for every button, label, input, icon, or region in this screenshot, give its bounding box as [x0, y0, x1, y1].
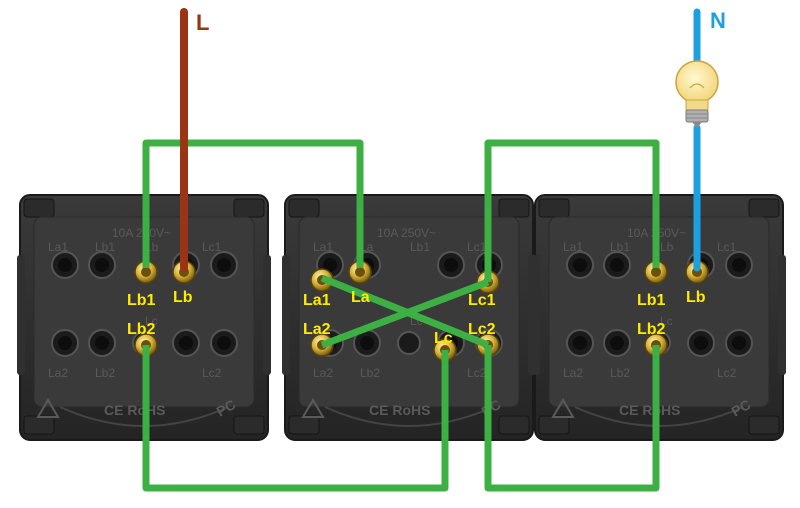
rating-marking: 10A 250V~	[112, 226, 171, 240]
terminal-marking: Lc2	[467, 366, 487, 380]
terminal-marking: Lc2	[717, 366, 737, 380]
wire-middle-la2-to-lc1	[320, 278, 490, 349]
recycle-icon	[551, 398, 575, 418]
right-label-lb: Lb	[686, 289, 706, 306]
ce-rohs-marking: CE RoHS	[104, 402, 165, 418]
middle-label-lc2: Lc2	[468, 321, 496, 338]
link-wires	[142, 139, 660, 492]
wire-middle-lc1-to-right-lb1	[484, 139, 660, 282]
terminal-marking: La1	[48, 240, 68, 254]
terminal-marking: Lb2	[360, 366, 380, 380]
terminal-marking: Lc	[145, 314, 158, 328]
live-wire: L	[180, 8, 209, 272]
light-bulb-icon	[675, 60, 719, 128]
wire-middle-lc2-to-right-lb2	[484, 345, 660, 492]
terminal-marking: Lc1	[717, 240, 737, 254]
left-label-lb1: Lb1	[127, 292, 156, 309]
middle-label-lc1: Lc1	[468, 292, 496, 309]
terminal-marking: La1	[563, 240, 583, 254]
terminal-marking: La2	[48, 366, 68, 380]
recycle-icon	[36, 398, 60, 418]
rating-marking: 10A 250V~	[377, 226, 436, 240]
wire-left-lb1-to-middle-la	[142, 139, 364, 268]
terminal-marking: Lb	[660, 240, 674, 254]
neutral-label: N	[710, 8, 726, 33]
terminal-marking: La2	[313, 366, 333, 380]
terminal-marking: La1	[313, 240, 333, 254]
ce-rohs-marking: CE RoHS	[369, 402, 430, 418]
recycle-icon	[301, 398, 325, 418]
right-label-lb2: Lb2	[637, 321, 666, 338]
right-label-lb1: Lb1	[637, 292, 666, 309]
terminal-marking: Lc1	[467, 240, 487, 254]
terminal-marking: La2	[563, 366, 583, 380]
left-label-lb: Lb	[173, 289, 193, 306]
terminal-marking: Lb1	[610, 240, 630, 254]
middle-label-la: La	[351, 289, 370, 306]
terminal-marking: Lc2	[202, 366, 222, 380]
terminal-marking: Lb1	[95, 240, 115, 254]
wire-left-lb2-to-middle-lc	[142, 345, 449, 492]
middle-label-la1: La1	[303, 292, 331, 309]
neutral-wire: N	[675, 8, 726, 272]
terminal-labels: Lb1 Lb Lb2 La1 La Lc1 La2 Lc Lc2 Lb1 Lb …	[127, 289, 706, 347]
middle-label-lc: Lc	[434, 330, 453, 347]
terminal-marking: Lb2	[610, 366, 630, 380]
left-label-lb2: Lb2	[127, 321, 156, 338]
terminal-marking: Lc	[660, 314, 673, 328]
live-label: L	[196, 10, 209, 35]
terminal-marking: Lb1	[410, 240, 430, 254]
middle-label-la2: La2	[303, 321, 331, 338]
terminal-marking: Lc1	[202, 240, 222, 254]
terminal-marking: Lb2	[95, 366, 115, 380]
ce-rohs-marking: CE RoHS	[619, 402, 680, 418]
